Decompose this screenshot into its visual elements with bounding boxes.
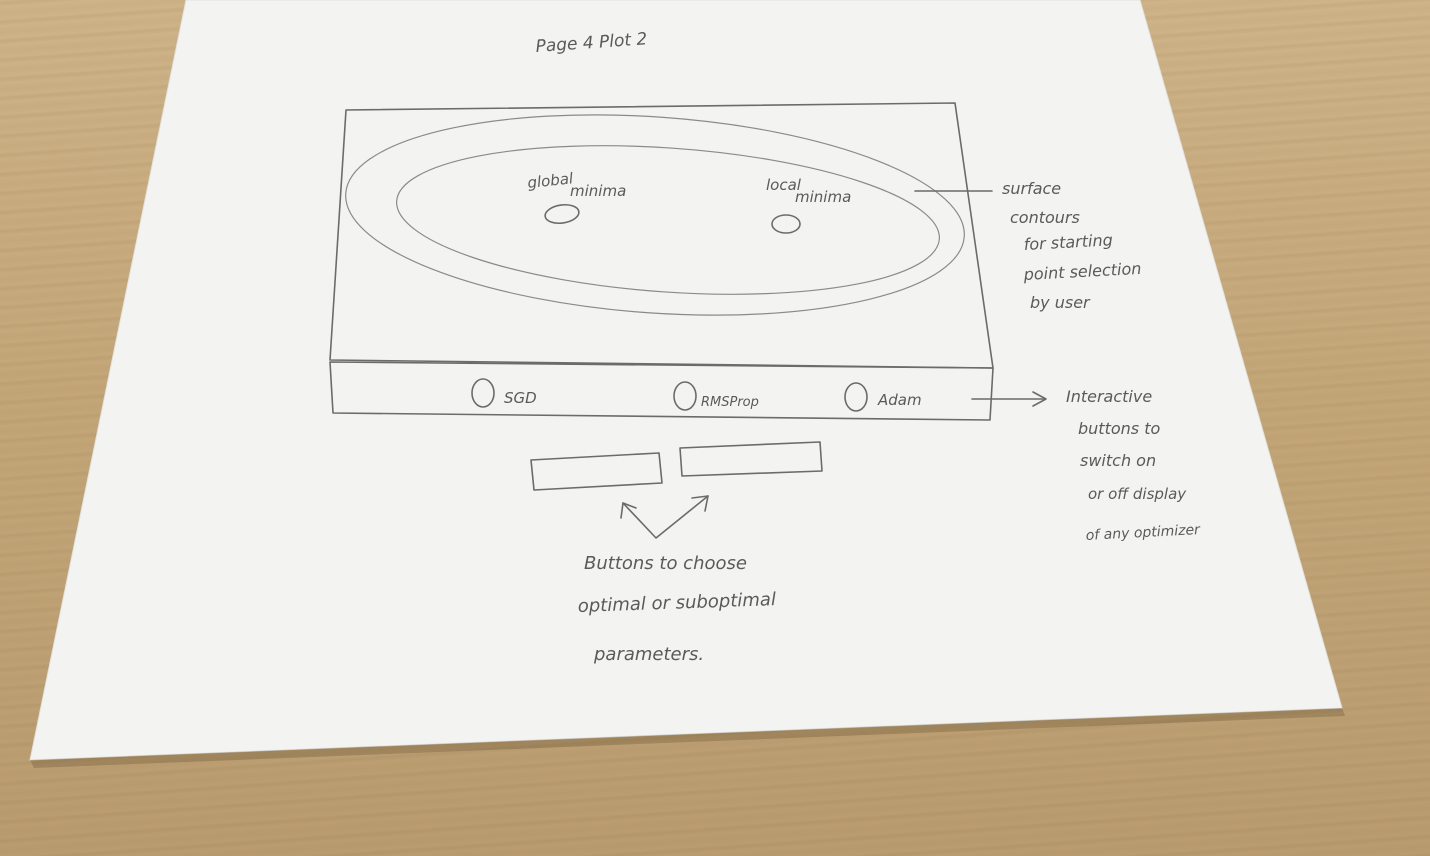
rmsprop-radio-icon[interactable] (673, 381, 697, 411)
surface-note-2: contours (1010, 208, 1080, 227)
toggles-note-2: buttons to (1078, 419, 1160, 438)
surface-note-5: by user (1030, 293, 1091, 312)
button-pointer-arrows (622, 495, 709, 539)
toggles-note-5: of any optimizer (1085, 522, 1201, 544)
toggles-note-4: or off display (1088, 485, 1187, 503)
paper-sheet (29, 0, 1343, 761)
toggles-note-3: switch on (1080, 451, 1156, 470)
left-arrow-head-icon (620, 502, 637, 519)
optimizer-bar (329, 361, 994, 421)
adam-radio-icon[interactable] (844, 382, 868, 412)
global-minima-marker[interactable] (544, 203, 580, 226)
paper-shadow (30, 708, 1345, 768)
global-minima-label-1: global (527, 169, 575, 192)
global-minima-label-2: minima (570, 182, 626, 200)
local-minima-label-2: minima (795, 188, 851, 206)
sgd-radio-icon[interactable] (471, 378, 495, 408)
local-minima-marker[interactable] (771, 214, 801, 234)
sgd-label: SGD (504, 389, 537, 407)
toggle-adam[interactable]: Adam (844, 382, 922, 412)
arrow-head-icon (1032, 391, 1047, 407)
rmsprop-label: RMSProp (701, 395, 759, 410)
buttons-note-1: Buttons to choose (584, 553, 747, 574)
adam-label: Adam (877, 391, 922, 409)
buttons-note-3: parameters. (593, 644, 704, 665)
right-arrow-head-icon (691, 495, 709, 512)
toggles-note-1: Interactive (1066, 387, 1152, 406)
local-minima-label-1: local (766, 176, 802, 194)
inner-contour (396, 145, 940, 295)
suboptimal-params-button[interactable] (679, 441, 823, 477)
optimal-params-button[interactable] (530, 452, 663, 491)
surface-note-3: for starting (1023, 230, 1113, 254)
outer-contour (345, 114, 965, 316)
toggle-sgd[interactable]: SGD (471, 378, 537, 408)
toggle-rmsprop[interactable]: RMSProp (673, 381, 759, 411)
surface-note-1: surface (1002, 179, 1061, 198)
